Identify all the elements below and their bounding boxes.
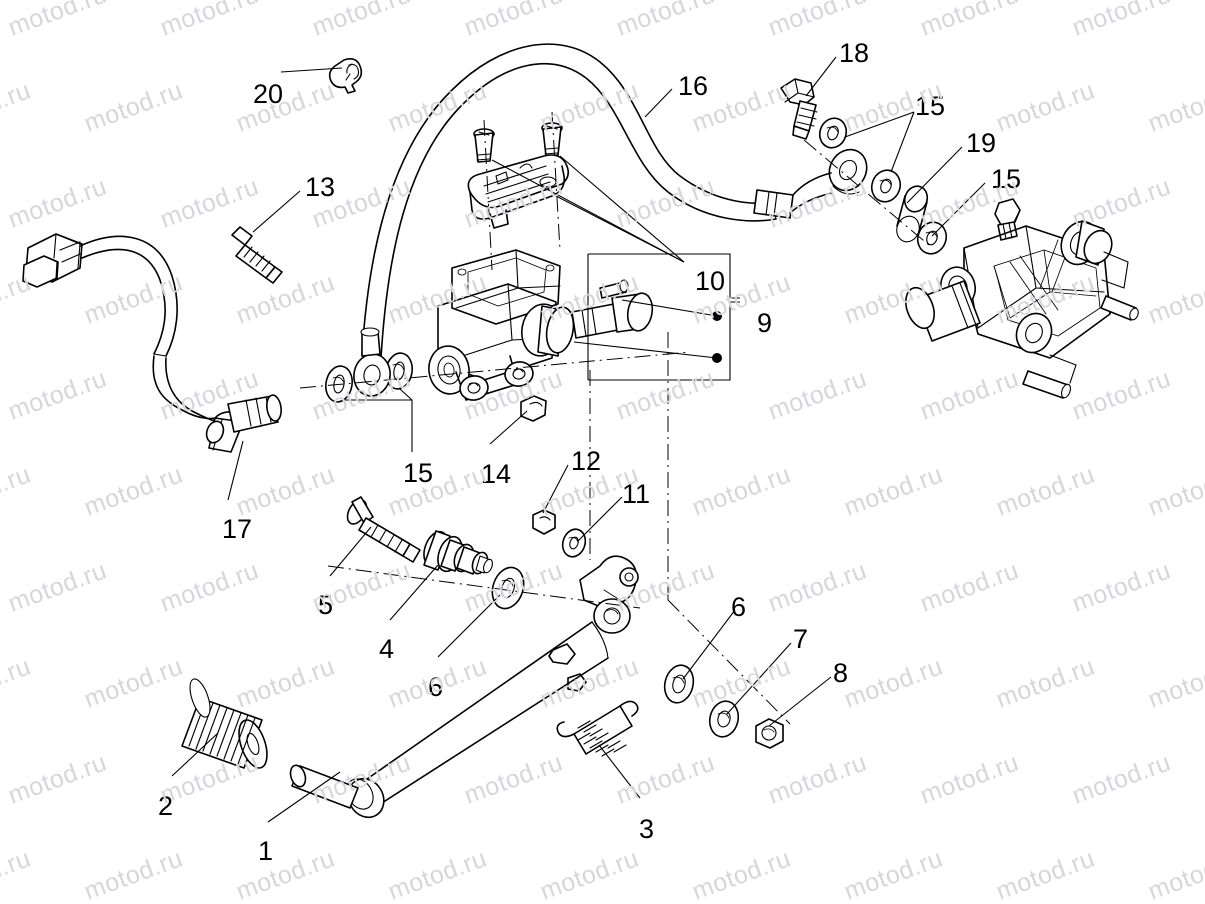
callout-label-brake-pedal-peg: 1: [258, 836, 274, 866]
callout-label-pedal-pivot-nut: 8: [833, 658, 849, 688]
callout-label-master-cylinder-assembly: 9: [757, 308, 773, 338]
part-clevis-washer: [561, 528, 587, 558]
callout-label-lock-washer: 7: [793, 624, 809, 654]
callout-label-brake-hose: 16: [678, 71, 709, 101]
callout-label-banjo-bolt: 18: [839, 38, 870, 68]
callout-label-clevis-washer: 11: [622, 479, 651, 509]
callout-label-plain-washer: 6: [731, 592, 747, 622]
part-brake-caliper: [905, 198, 1139, 399]
callout-label-reservoir-cap-screws: 10: [695, 266, 726, 296]
callout-label-pivot-bolt: 5: [318, 590, 334, 620]
callout-label-hose-clamp: 20: [253, 79, 284, 109]
assembly-centerlines: [299, 111, 931, 725]
part-switch-mounting-bolt: [231, 226, 283, 284]
part-hose-clamp: [328, 58, 363, 94]
callout-label-pivot-bushing: 4: [379, 634, 395, 664]
part-reservoir-screws: [473, 122, 563, 163]
callout-leaders: [171, 56, 986, 823]
callout-label-sealing-washer: 15: [403, 458, 434, 488]
part-brake-light-switch: [22, 233, 282, 453]
callout-label-clevis-nut: 12: [571, 446, 602, 476]
part-pedal-pivot-nut: [755, 718, 784, 749]
part-brake-pedal-arm: [289, 555, 639, 819]
callout-label-sealing-washer: 15: [915, 91, 946, 121]
callout-label-plain-washer: 6: [428, 672, 444, 702]
part-banjo-bolt: [780, 78, 818, 140]
part-pivot-bushing: [423, 530, 494, 575]
callout-label-master-cylinder-nut: 14: [481, 459, 512, 489]
callout-label-return-spring: 3: [639, 814, 655, 844]
callout-label-pedal-rubber-cover: 2: [158, 791, 174, 821]
part-return-spring: [556, 700, 639, 757]
callout-label-switch-mounting-bolt: 13: [305, 172, 336, 202]
callout-label-hose-spacer: 19: [966, 128, 997, 158]
part-master-cylinder: [428, 249, 654, 401]
part-pivot-bolt: [346, 496, 421, 563]
part-plain-washer-left: [491, 566, 525, 610]
part-pedal-rubber-cover: [181, 678, 268, 769]
callout-label-brake-light-switch: 17: [222, 514, 253, 544]
part-washer-stack-upper: [818, 117, 948, 255]
part-brake-hose: [361, 43, 868, 359]
callout-label-sealing-washer: 15: [991, 164, 1022, 194]
